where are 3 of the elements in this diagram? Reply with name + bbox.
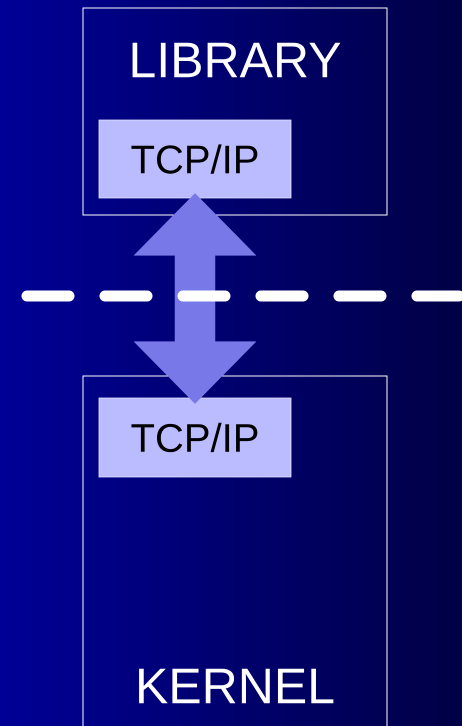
protocol-box: TCP/IP: [98, 398, 292, 478]
double-arrow: [134, 193, 256, 404]
protocol-box: TCP/IP: [98, 120, 292, 198]
